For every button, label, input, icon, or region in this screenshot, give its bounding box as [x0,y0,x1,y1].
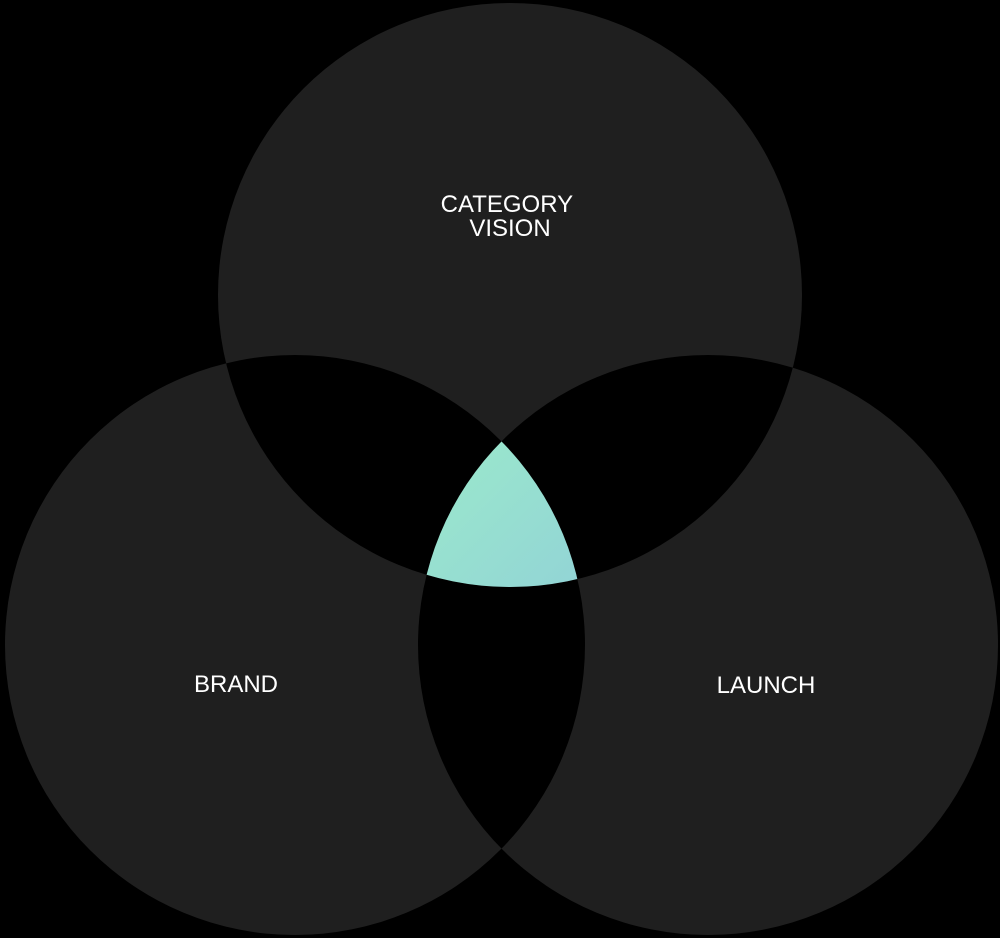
label-brand: BRAND [194,671,278,698]
label-category-vision: CATEGORY VISION [441,191,580,242]
label-launch: LAUNCH [717,672,816,699]
